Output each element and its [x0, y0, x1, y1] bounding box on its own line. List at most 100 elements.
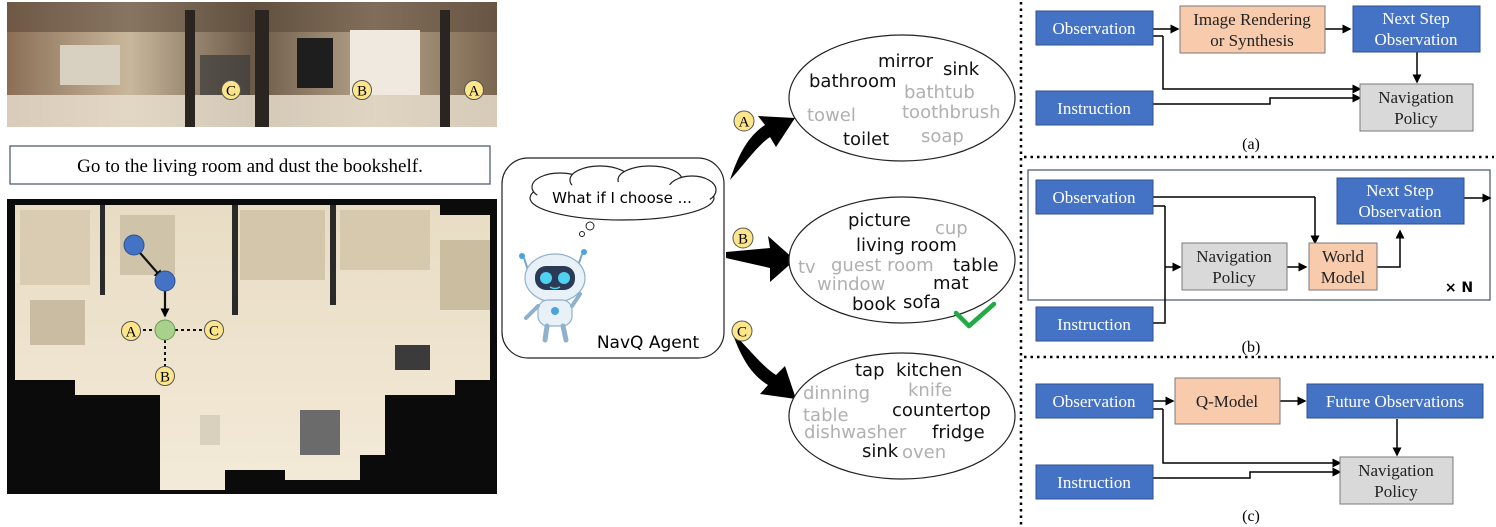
instruction-text: Go to the living room and dust the books…: [77, 156, 423, 177]
floorplan-marker-c: C: [204, 320, 224, 340]
word-cloud-b: [788, 196, 1016, 324]
floorplan-image: [7, 199, 497, 494]
b-observation-box: [1035, 179, 1154, 215]
svg-text:Future Observations: Future Observations: [1326, 392, 1464, 411]
c-qmodel-box: [1174, 377, 1281, 425]
svg-text:Observation: Observation: [1358, 202, 1442, 221]
word-dishwasher: dishwasher: [804, 422, 907, 443]
svg-text:B: B: [738, 232, 748, 248]
current-node: [154, 319, 176, 341]
word-cloud-c: [788, 352, 1016, 480]
word-table-c: table: [803, 405, 849, 426]
word-picture: picture: [848, 210, 911, 231]
word-book: book: [852, 294, 896, 315]
svg-text:Navigation: Navigation: [1378, 88, 1454, 107]
word-toothbrush: toothbrush: [902, 102, 1001, 123]
svg-text:A: A: [469, 84, 480, 100]
arrow-to-c: [732, 332, 796, 399]
panel-c: Observation Q-Model Future Observations …: [1035, 377, 1484, 525]
panorama-image: [7, 2, 497, 127]
arrow-to-b: [726, 236, 795, 282]
b-repeat-label: × N: [1445, 280, 1473, 296]
word-sink: sink: [943, 59, 980, 80]
svg-text:Q-Model: Q-Model: [1196, 392, 1259, 411]
word-living-room: living room: [856, 235, 957, 256]
mid-node: [154, 270, 176, 292]
word-guest-room: guest room: [831, 255, 934, 276]
b-loop-frame: [1027, 169, 1491, 301]
b-world-model-box: [1308, 242, 1378, 291]
svg-text:Instruction: Instruction: [1057, 473, 1131, 492]
option-badge-c: C: [731, 320, 753, 342]
word-knife: knife: [908, 380, 952, 401]
svg-text:B: B: [357, 84, 367, 100]
word-mirror: mirror: [878, 51, 934, 72]
c-future-obs-box: [1306, 383, 1484, 419]
svg-text:C: C: [209, 324, 219, 340]
floorplan-marker-b: B: [155, 366, 175, 386]
checkmark-icon: [953, 301, 997, 329]
a-caption: (a): [1242, 136, 1260, 153]
word-dinning: dinning: [803, 383, 870, 404]
start-node: [123, 234, 145, 256]
panorama-marker-b: B: [352, 80, 372, 100]
word-sofa: sofa: [903, 292, 941, 313]
b-next-obs-box: [1336, 177, 1465, 225]
option-badge-b: B: [732, 227, 754, 249]
svg-text:World: World: [1322, 247, 1365, 266]
panel-a: Observation Image Rendering or Synthesis…: [1035, 5, 1481, 153]
svg-text:Instruction: Instruction: [1057, 99, 1131, 118]
word-table: table: [953, 255, 999, 276]
word-bathroom: bathroom: [809, 71, 897, 92]
b-instruction-box: [1035, 306, 1154, 342]
svg-text:C: C: [737, 325, 747, 341]
panel-b: Observation Next Step Observation Naviga…: [1027, 169, 1492, 356]
c-caption: (c): [1242, 508, 1260, 525]
instruction-box: [9, 145, 491, 185]
svg-text:Instruction: Instruction: [1057, 315, 1131, 334]
word-mat: mat: [933, 273, 969, 294]
word-bathtub: bathtub: [904, 82, 975, 103]
word-oven: oven: [902, 442, 946, 463]
option-badge-a: A: [733, 110, 755, 132]
b-policy-box: [1181, 242, 1288, 291]
a-next-obs-box: [1352, 5, 1481, 53]
svg-text:Policy: Policy: [1212, 268, 1256, 287]
svg-text:Policy: Policy: [1394, 109, 1438, 128]
agent-name: NavQ Agent: [597, 333, 700, 353]
a-render-box: [1179, 5, 1326, 54]
svg-text:Next Step: Next Step: [1382, 9, 1450, 28]
robot-icon: [519, 249, 587, 343]
word-tap: tap: [855, 360, 885, 381]
svg-text:A: A: [739, 115, 750, 131]
c-observation-box: [1035, 383, 1154, 419]
svg-text:Observation: Observation: [1052, 19, 1136, 38]
c-instruction-box: [1035, 464, 1154, 500]
svg-text:Next Step: Next Step: [1366, 181, 1434, 200]
word-kitchen: kitchen: [896, 360, 962, 381]
svg-text:Observation: Observation: [1052, 392, 1136, 411]
panorama-marker-a: A: [464, 80, 484, 100]
svg-text:Observation: Observation: [1374, 30, 1458, 49]
a-observation-box: [1035, 10, 1154, 46]
a-policy-box: [1359, 83, 1474, 132]
svg-text:A: A: [126, 325, 137, 341]
svg-text:B: B: [160, 370, 170, 386]
a-instruction-box: [1035, 90, 1154, 126]
svg-text:Policy: Policy: [1374, 482, 1418, 501]
svg-text:or Synthesis: or Synthesis: [1210, 31, 1294, 50]
panorama-marker-c: C: [221, 80, 241, 100]
word-towel: towel: [807, 105, 856, 126]
arrow-to-a: [730, 116, 795, 180]
word-cloud-a: [788, 34, 1016, 162]
thought-cloud: [529, 165, 717, 237]
svg-text:Navigation: Navigation: [1196, 247, 1272, 266]
svg-text:C: C: [226, 84, 236, 100]
word-toilet: toilet: [843, 129, 889, 150]
svg-text:Observation: Observation: [1052, 188, 1136, 207]
svg-text:Model: Model: [1321, 268, 1366, 287]
floorplan-marker-a: A: [121, 321, 141, 341]
word-window: window: [817, 274, 885, 295]
word-cup: cup: [935, 218, 968, 239]
